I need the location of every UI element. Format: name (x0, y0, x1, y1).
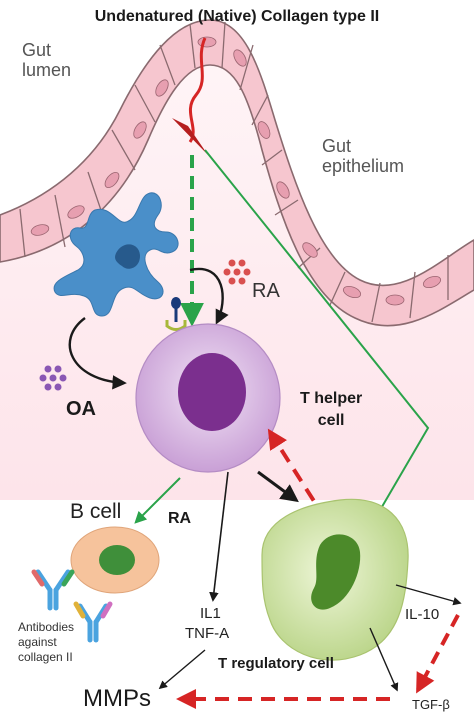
epithelial-nuclei (30, 36, 442, 306)
mmps-label: MMPs (83, 685, 151, 712)
black-line-thelper-to-cytokines (209, 471, 229, 602)
black-arrow-cytokines-to-mmps (158, 649, 206, 690)
antibodies-label-line1: Antibodies (18, 620, 75, 634)
black-arrow-treg-to-il10 (395, 584, 462, 606)
antibody-icon-1 (31, 569, 75, 611)
antigen-mhc (171, 297, 181, 309)
ra-mid-label: RA (168, 510, 192, 527)
t-helper-label-line2: cell (317, 412, 345, 429)
diagram-title: Undenatured (Native) Collagen type II (94, 8, 380, 25)
b-cell-label: B cell (70, 500, 122, 523)
il10-label: IL-10 (405, 606, 440, 623)
green-arrow-thelper-to-bcell (134, 477, 181, 524)
collagen-strand-tip (172, 118, 208, 155)
il1-label: IL1 (200, 605, 221, 622)
t-helper-nucleus (178, 353, 246, 431)
epithelial-cell-borders (19, 21, 449, 323)
b-cell-nucleus (99, 545, 135, 575)
tcr-receptor (165, 320, 187, 331)
dendritic-nucleus (115, 244, 140, 269)
gut-epithelium-label: Gut epithelium (322, 136, 404, 176)
red-dashed-il10-to-tgfb (416, 614, 460, 694)
gut-lumen-label-line2: lumen (22, 60, 72, 80)
tnfa-label: TNF-A (185, 625, 230, 642)
black-arrow-treg-to-tgfb (369, 627, 399, 692)
antibodies-label-line2: against (18, 635, 57, 649)
ra-top-label: RA (252, 280, 280, 302)
t-helper-label: T helper cell (300, 388, 362, 432)
t-regulatory-nucleus (311, 534, 361, 610)
black-arrow-ra-to-thelper (189, 267, 229, 325)
antibodies-label: Antibodies against collagen II (18, 620, 74, 665)
red-dashed-arrow-treg-to-thelper (267, 428, 328, 522)
antibody-icon-2 (73, 601, 113, 643)
tgfb-label: TGF-β (412, 697, 450, 712)
gut-lumen-label-line1: Gut (22, 40, 52, 60)
oa-label: OA (66, 398, 96, 420)
gut-lumen-label: Gut lumen (22, 40, 71, 80)
gut-epithelium-label-line1: Gut (322, 136, 352, 156)
collagen-strand (188, 37, 207, 143)
black-arrow-oa-to-thelper (68, 317, 127, 390)
gut-epithelium-label-line2: epithelium (322, 156, 405, 176)
black-arrow-thelper-to-treg (257, 470, 299, 503)
ra-dots-top (223, 259, 251, 285)
t-helper-label-line1: T helper (300, 390, 363, 407)
oa-dots (39, 365, 67, 391)
green-line-to-treg (204, 149, 430, 520)
t-regulatory-label: T regulatory cell (218, 655, 334, 672)
antibodies-label-line3: collagen II (18, 650, 73, 664)
